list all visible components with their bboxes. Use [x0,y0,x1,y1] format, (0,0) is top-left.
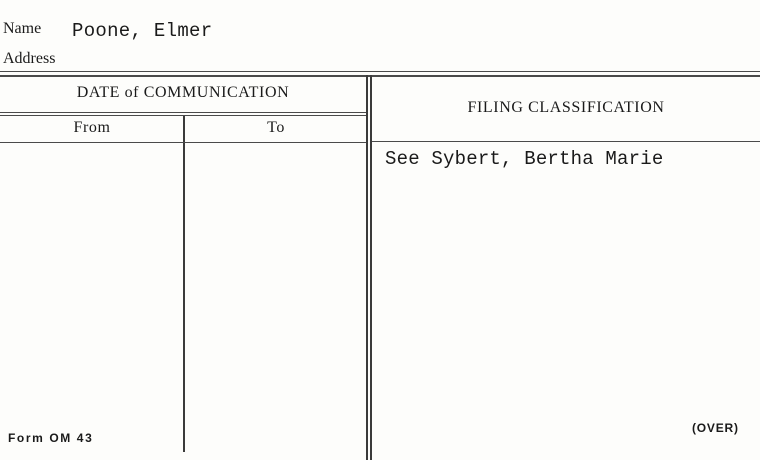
filing-classification-header: FILING CLASSIFICATION [467,99,665,116]
form-identifier: Form OM 43 [8,431,94,445]
column-header-rule [0,142,366,143]
section-divider-left [366,75,368,460]
to-column-header: To [267,119,285,136]
from-column-header: From [73,119,111,136]
section-divider-right [370,75,372,460]
filing-header-rule [372,141,760,142]
name-label: Name [3,20,42,37]
date-header-rule-lower [0,115,366,116]
top-rule-lower [0,75,760,77]
address-label: Address [3,50,56,67]
date-of-communication-header: DATE of COMMUNICATION [76,84,290,101]
over-label: (OVER) [692,421,739,435]
filing-entry: See Sybert, Bertha Marie [385,148,664,170]
top-rule-upper [0,71,760,72]
name-value: Poone, Elmer [72,20,213,42]
from-to-divider [183,115,185,452]
date-header-rule-upper [0,112,366,113]
